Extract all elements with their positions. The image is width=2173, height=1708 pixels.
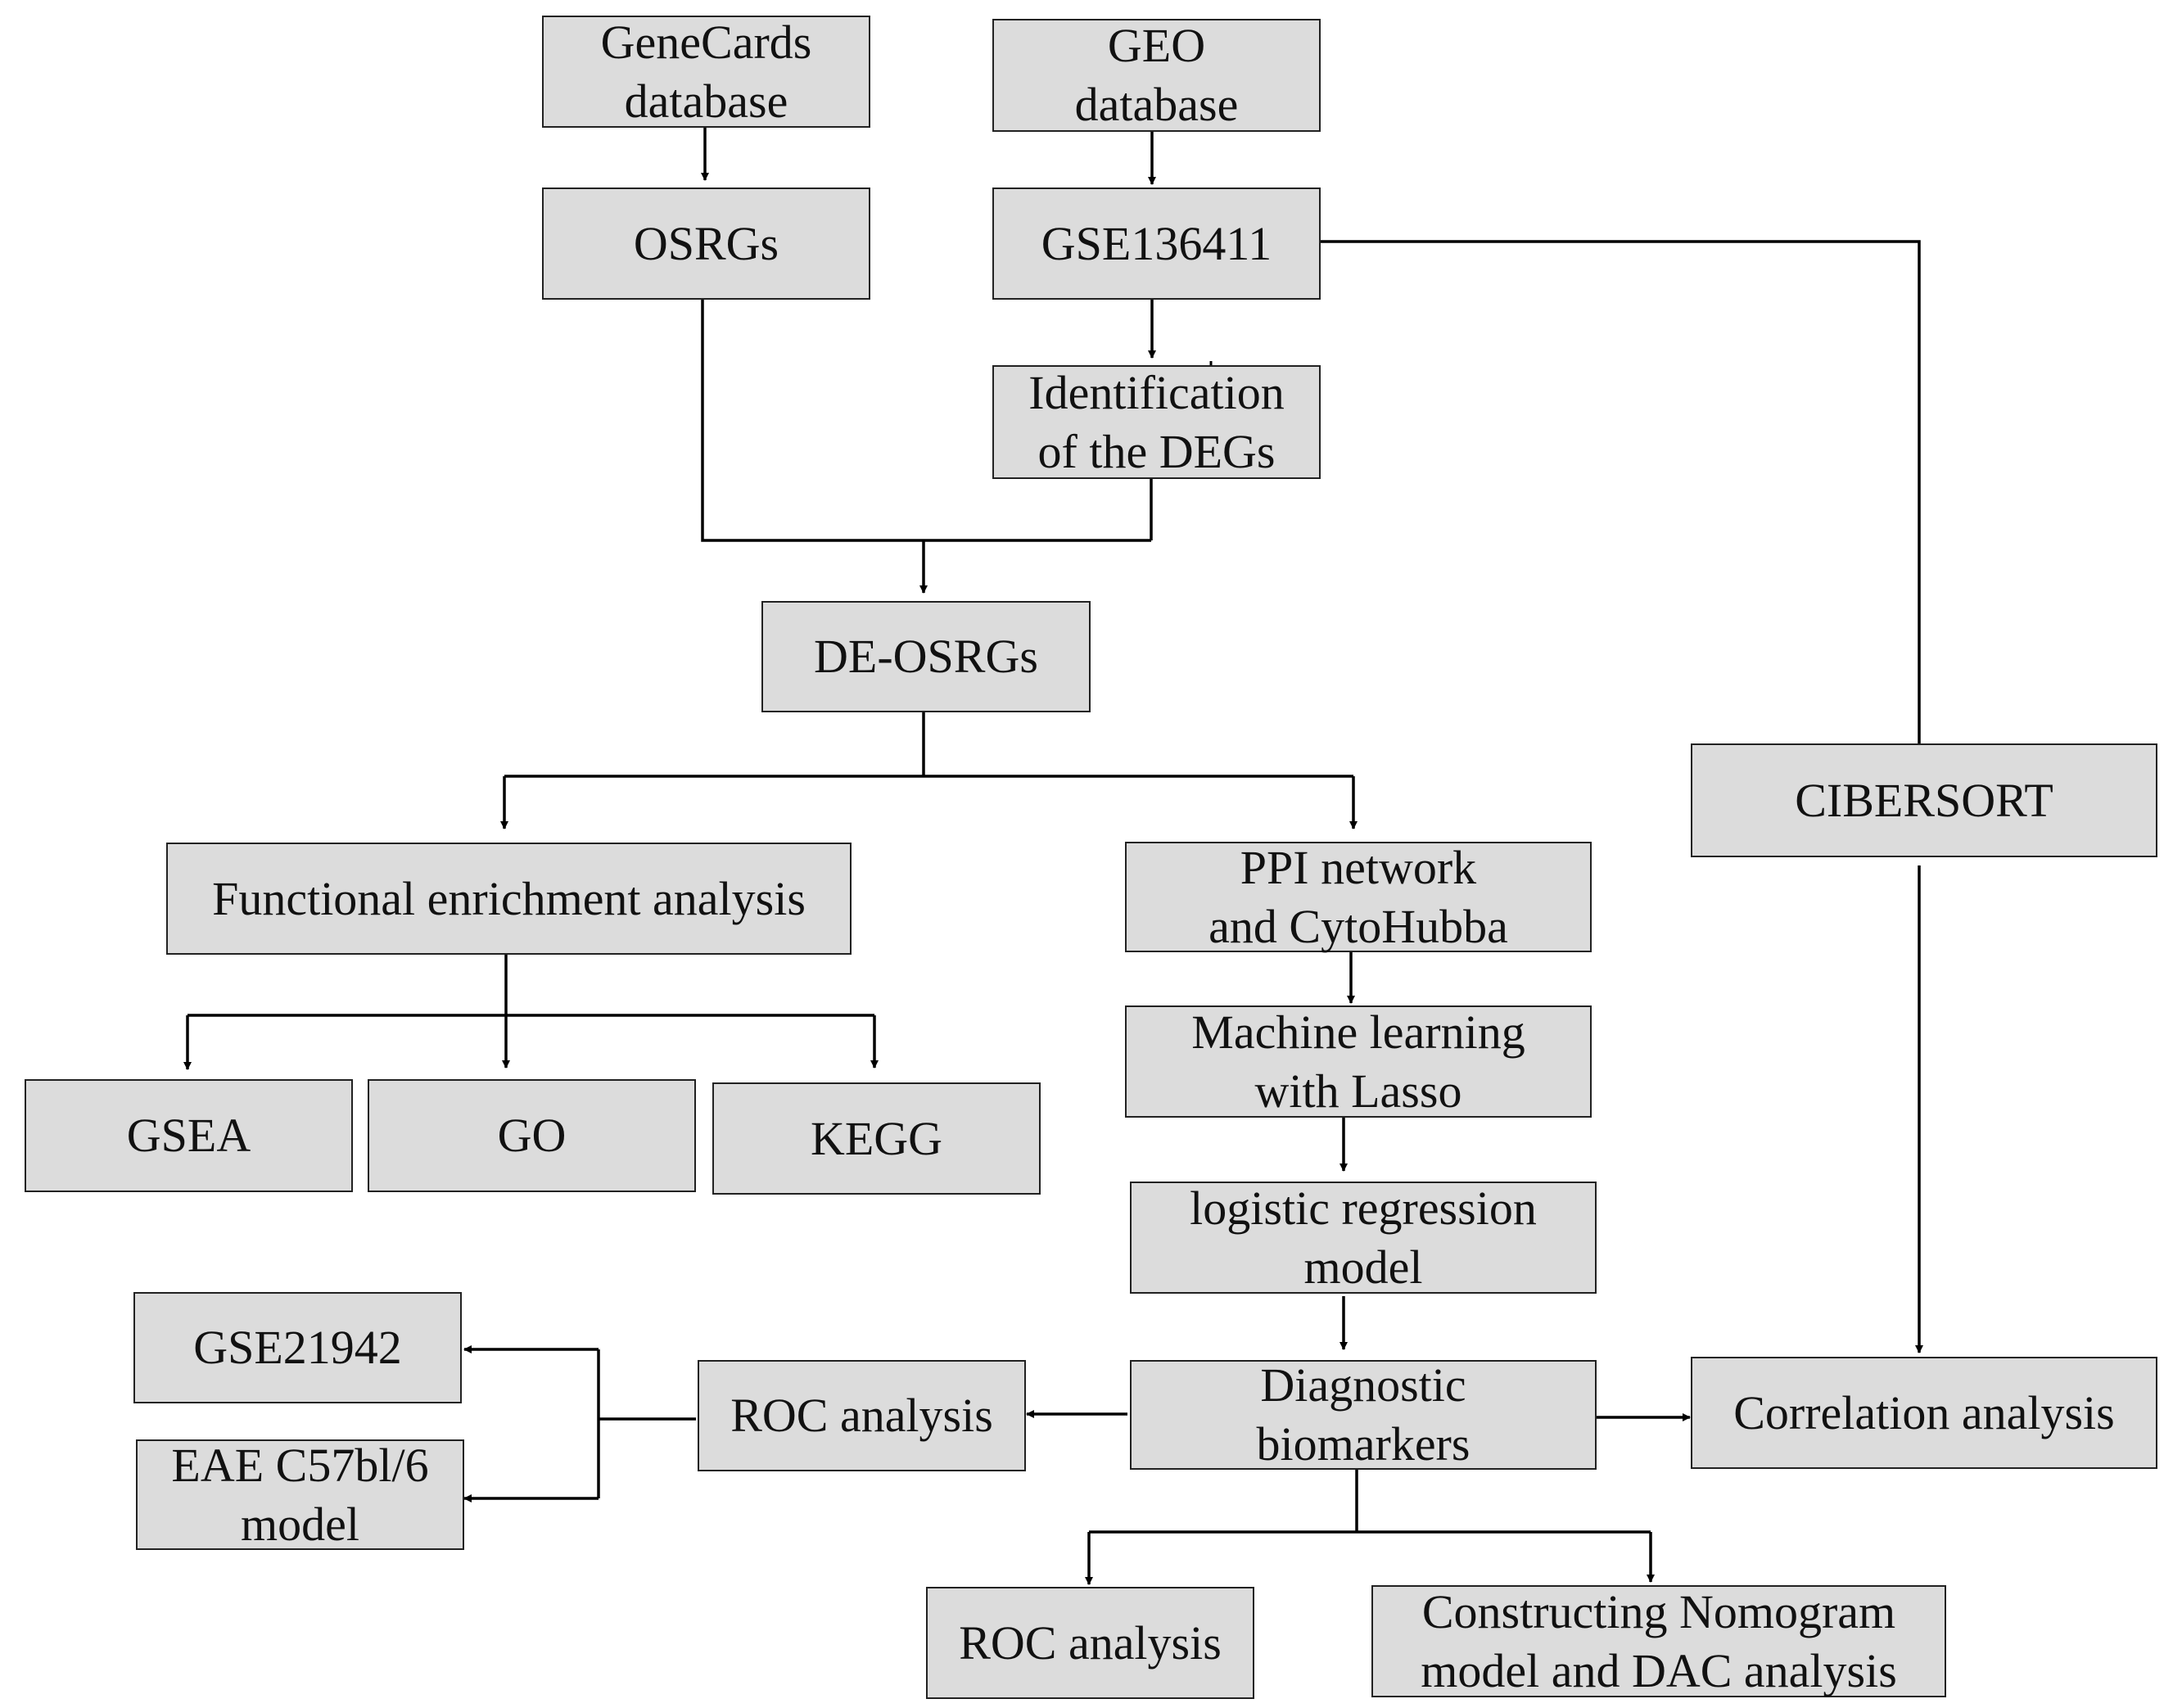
- logistic-regression-box: logistic regression model: [1130, 1182, 1597, 1294]
- gsea-label: GSEA: [126, 1109, 251, 1162]
- eae-model-box: EAE C57bl/6 model: [136, 1439, 464, 1551]
- functional-enrichment-box: Functional enrichment analysis: [166, 843, 852, 955]
- gse136411-label: GSE136411: [1041, 216, 1272, 270]
- ppi-network-label: PPI network and CytoHubba: [1208, 840, 1508, 953]
- gse21942-box: GSE21942: [133, 1292, 462, 1403]
- gse21942-label: GSE21942: [193, 1321, 402, 1374]
- eae-model-label: EAE C57bl/6 model: [171, 1438, 429, 1551]
- geo-database-label: GEO database: [1074, 19, 1239, 131]
- correlation-analysis-box: Correlation analysis: [1691, 1357, 2157, 1469]
- gse136411-box: GSE136411: [992, 188, 1321, 300]
- nomogram-dac-box: Constructing Nomogram model and DAC anal…: [1371, 1585, 1946, 1697]
- roc-analysis-bottom-box: ROC analysis: [926, 1587, 1254, 1699]
- ppi-network-box: PPI network and CytoHubba: [1125, 841, 1592, 953]
- go-label: GO: [497, 1109, 567, 1162]
- identification-degs-label: Identification of the DEGs: [1028, 365, 1285, 478]
- genecards-database-label: GeneCards database: [600, 15, 812, 128]
- roc-analysis-validation-label: ROC analysis: [730, 1389, 993, 1442]
- cibersort-box: CIBERSORT: [1691, 743, 2157, 857]
- logistic-regression-label: logistic regression model: [1190, 1181, 1537, 1294]
- functional-enrichment-label: Functional enrichment analysis: [212, 871, 806, 925]
- roc-analysis-validation-box: ROC analysis: [698, 1360, 1026, 1471]
- correlation-analysis-label: Correlation analysis: [1733, 1385, 2115, 1439]
- gsea-box: GSEA: [25, 1079, 353, 1192]
- machine-learning-label: Machine learning with Lasso: [1191, 1005, 1525, 1118]
- geo-database-box: GEO database: [992, 19, 1321, 132]
- machine-learning-box: Machine learning with Lasso: [1125, 1005, 1592, 1118]
- osrgs-label: OSRGs: [633, 216, 779, 270]
- nomogram-dac-label: Constructing Nomogram model and DAC anal…: [1421, 1584, 1897, 1697]
- diagnostic-biomarkers-box: Diagnostic biomarkers: [1130, 1358, 1597, 1471]
- identification-degs-box: Identification of the DEGs: [992, 365, 1321, 479]
- roc-analysis-bottom-label: ROC analysis: [959, 1615, 1222, 1670]
- line-osrgs-to-merge: [701, 300, 1151, 542]
- line-gse136411-to-cibersort: [1318, 240, 1921, 743]
- diagnostic-biomarkers-label: Diagnostic biomarkers: [1256, 1358, 1471, 1471]
- cibersort-label: CIBERSORT: [1795, 773, 2053, 827]
- de-osrgs-box: DE-OSRGs: [761, 601, 1091, 712]
- kegg-box: KEGG: [712, 1082, 1041, 1195]
- kegg-label: KEGG: [810, 1111, 943, 1165]
- genecards-database-box: GeneCards database: [542, 16, 870, 128]
- go-box: GO: [368, 1079, 696, 1192]
- de-osrgs-label: DE-OSRGs: [814, 630, 1038, 683]
- osrgs-box: OSRGs: [542, 188, 870, 300]
